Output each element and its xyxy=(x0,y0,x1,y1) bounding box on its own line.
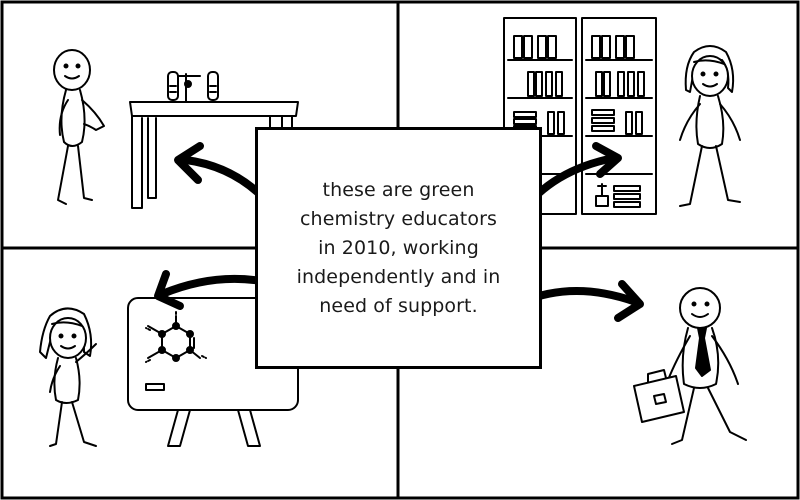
stick-figure-icon xyxy=(53,49,105,205)
caption-line: these are green xyxy=(322,178,475,201)
caption-line: chemistry educators xyxy=(300,207,497,230)
caption-line: independently and in xyxy=(296,265,501,288)
stick-figure-woman-icon xyxy=(679,45,741,207)
caption-box: these are green chemistry educators in 2… xyxy=(255,127,542,369)
stick-figure-woman-icon xyxy=(39,307,97,447)
briefcase-icon xyxy=(633,369,685,423)
panel-briefcase xyxy=(633,287,747,445)
panel-lab-bench xyxy=(53,49,299,209)
caption-line: in 2010, working xyxy=(318,236,479,259)
lab-table-icon xyxy=(129,71,299,209)
caption-line: need of support. xyxy=(319,294,478,317)
caption-text: these are green chemistry educators in 2… xyxy=(275,176,523,321)
stick-figure-businessman-icon xyxy=(667,287,747,445)
